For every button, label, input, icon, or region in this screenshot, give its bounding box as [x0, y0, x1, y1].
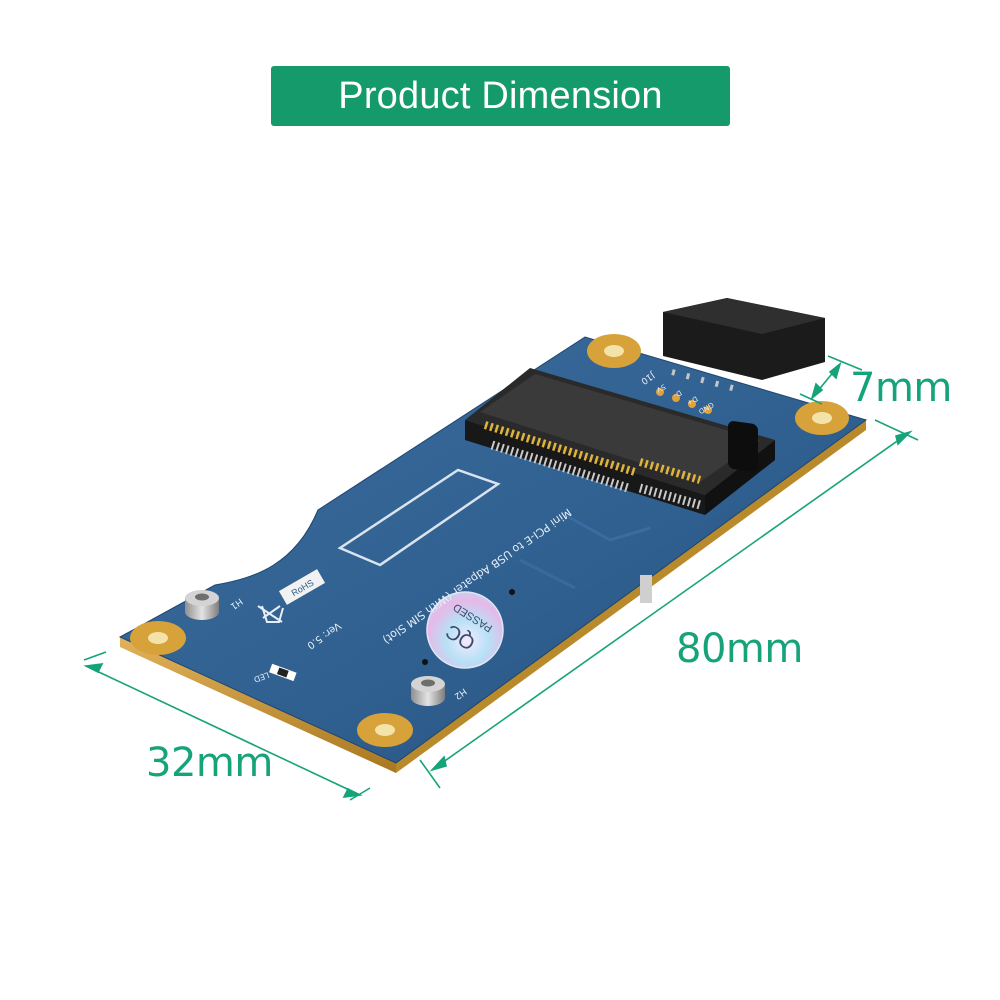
standoff-h2 — [411, 676, 445, 706]
title-banner: Product Dimension — [271, 66, 730, 126]
usb-header-connector — [663, 298, 825, 472]
weee-bin-icon — [257, 605, 284, 623]
pcb-edge — [120, 637, 396, 773]
pcb-edge-right — [396, 420, 866, 773]
dimension-length-line — [419, 419, 919, 789]
qc-passed-sticker: QC PASSED — [426, 591, 504, 669]
silkscreen-box — [337, 468, 501, 567]
dimension-height-line — [799, 355, 863, 405]
mounting-hole-tr — [795, 401, 849, 435]
usb-port-edge — [640, 575, 652, 603]
pin-label: D- — [672, 388, 683, 399]
pin-label: 5V — [655, 382, 667, 394]
dimension-height-label: 7mm — [850, 365, 952, 411]
dimension-width-label: 32mm — [146, 740, 273, 786]
mounting-hole-br — [357, 713, 413, 747]
mounting-hole-bl — [130, 621, 186, 655]
dimension-width-line — [83, 651, 371, 801]
page-title: Product Dimension — [338, 74, 663, 117]
pin-pads — [656, 388, 712, 414]
dimension-length-label: 80mm — [676, 626, 803, 672]
standoff-h1 — [185, 590, 219, 620]
mounting-hole-tl — [587, 334, 641, 368]
